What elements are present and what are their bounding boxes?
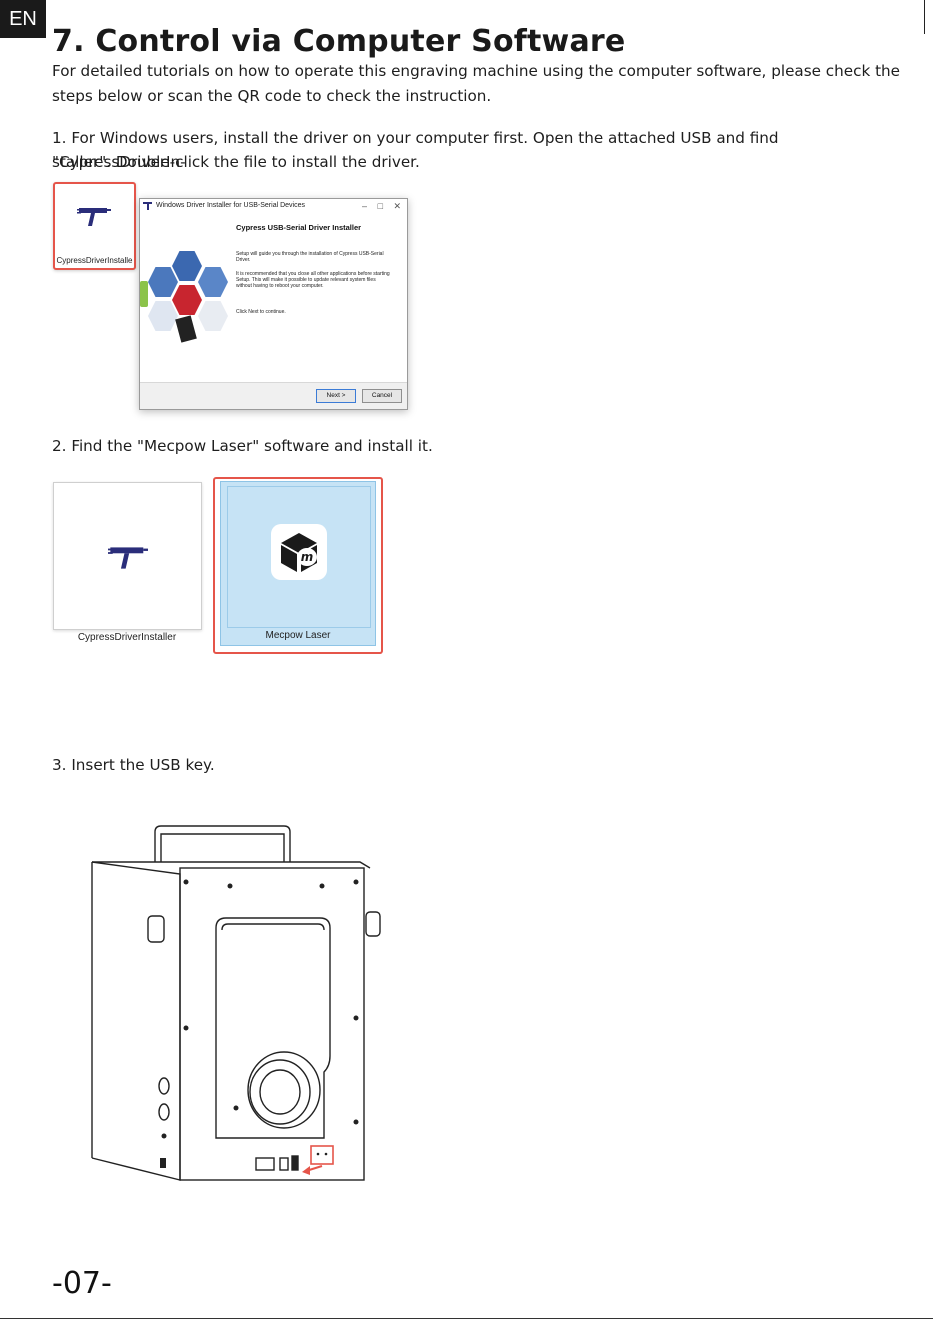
mecpow-inner-frame	[227, 486, 371, 628]
battery-graphic	[140, 281, 148, 307]
hex-tile	[198, 301, 228, 331]
usb-port-highlight	[310, 1145, 334, 1165]
hex-tile	[148, 301, 178, 331]
cypress-driver-file-icon[interactable]: CypressDriverInstalle	[53, 182, 136, 270]
cancel-button[interactable]: Cancel	[362, 389, 402, 403]
installer-titlebar: Windows Driver Installer for USB-Serial …	[140, 199, 407, 214]
next-button[interactable]: Next >	[316, 389, 356, 403]
installer-para-2: It is recommended that you close all oth…	[236, 271, 390, 289]
hex-tile	[172, 251, 202, 281]
cypress-app-tile[interactable]	[53, 482, 202, 630]
mecpow-selection-frame	[213, 477, 383, 654]
installer-graphic	[140, 243, 235, 363]
step2-text: 2. Find the "Mecpow Laser" software and …	[52, 437, 433, 455]
language-tab: EN	[0, 0, 46, 38]
usb-chip-image	[175, 315, 197, 343]
hex-tile-usb	[172, 285, 202, 315]
minimize-icon[interactable]: –	[361, 201, 367, 211]
step1-line-2: staller". Double-click the file to insta…	[52, 153, 420, 171]
intro-line-2: steps below or scan the QR code to check…	[52, 87, 492, 105]
installer-body: Cypress USB-Serial Driver Installer Setu…	[140, 213, 407, 383]
cypress-logo-icon	[108, 547, 148, 569]
app-icon	[143, 202, 152, 210]
mecpow-app-tile[interactable]: m Mecpow Laser	[220, 481, 376, 646]
edge-mark	[924, 0, 925, 34]
step3-text: 3. Insert the USB key.	[52, 756, 215, 774]
intro-line-1: For detailed tutorials on how to operate…	[52, 62, 901, 80]
installer-title: Windows Driver Installer for USB-Serial …	[156, 202, 305, 209]
hex-tile	[148, 267, 178, 297]
svg-text:m: m	[301, 550, 314, 564]
mecpow-cube-icon: m	[281, 533, 317, 572]
page-number: -07-	[52, 1266, 112, 1301]
cypress-file-label: CypressDriverInstalle	[56, 256, 133, 265]
close-icon[interactable]: ✕	[393, 201, 401, 211]
engraver-back-illustration	[91, 825, 381, 1181]
installer-para-3: Click Next to continue.	[236, 309, 286, 315]
installer-footer: Next > Cancel	[140, 382, 407, 409]
cypress-logo-icon	[77, 208, 111, 226]
mecpow-logo-icon: m	[271, 524, 327, 580]
section-title: 7. Control via Computer Software	[52, 24, 626, 59]
installer-para-1: Setup will guide you through the install…	[236, 251, 384, 263]
installer-window: Windows Driver Installer for USB-Serial …	[139, 198, 408, 410]
step1-line-1: 1. For Windows users, install the driver…	[52, 129, 779, 171]
maximize-icon[interactable]: □	[377, 201, 383, 211]
mecpow-app-label: Mecpow Laser	[265, 630, 331, 641]
hex-tile	[198, 267, 228, 297]
cypress-app-label: CypressDriverInstaller	[77, 632, 177, 643]
installer-heading: Cypress USB-Serial Driver Installer	[236, 223, 362, 232]
bottom-rule	[0, 1318, 933, 1319]
